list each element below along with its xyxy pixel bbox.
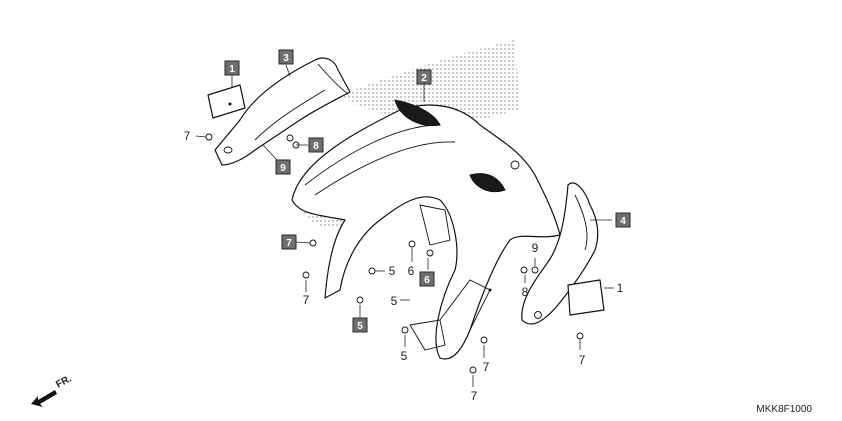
front-direction-indicator: FR.: [31, 373, 74, 407]
callout-7-d: 7: [483, 360, 490, 374]
callout-1-right: 1: [617, 281, 624, 295]
front-fender-part: [291, 99, 561, 360]
svg-text:9: 9: [280, 163, 286, 174]
callout-7-a: 7: [184, 129, 191, 143]
leader-lines: [195, 64, 614, 387]
svg-text:1: 1: [229, 64, 235, 75]
svg-text:8: 8: [313, 141, 319, 152]
svg-text:2: 2: [421, 73, 427, 84]
callout-5-b: 5: [391, 294, 398, 308]
hardware-parts: [205, 133, 584, 374]
callout-4: 4: [615, 212, 631, 228]
callout-3: 3: [278, 49, 294, 65]
callout-5-a: 5: [389, 264, 396, 278]
callout-8-boxed: 8: [308, 137, 324, 153]
callout-5-boxed: 5: [352, 317, 368, 333]
front-arrow-icon: [31, 390, 57, 407]
callout-6-boxed: 6: [419, 271, 435, 287]
right-pad-part: [567, 279, 605, 316]
left-pad-part: [207, 84, 246, 119]
svg-text:7: 7: [286, 238, 292, 249]
callout-9: 9: [532, 241, 539, 255]
callout-1-left: 1: [224, 60, 240, 76]
right-side-cover-part: [521, 182, 599, 325]
svg-text:4: 4: [620, 216, 626, 227]
callout-5-c: 5: [401, 349, 408, 363]
callout-7-c: 7: [579, 353, 586, 367]
svg-text:FR.: FR.: [54, 373, 74, 390]
left-side-cover-part: [214, 57, 351, 166]
svg-text:5: 5: [357, 321, 363, 332]
callout-2: 2: [416, 69, 432, 85]
svg-text:3: 3: [283, 53, 289, 64]
callout-9-boxed: 9: [275, 159, 291, 175]
diagram-code: MKK8F1000: [756, 404, 812, 415]
callout-6: 6: [408, 264, 415, 278]
callout-7-b: 7: [303, 293, 310, 307]
callout-7-boxed: 7: [281, 234, 297, 250]
callout-8: 8: [522, 285, 529, 299]
svg-text:6: 6: [424, 275, 430, 286]
callout-7-e: 7: [471, 389, 478, 403]
